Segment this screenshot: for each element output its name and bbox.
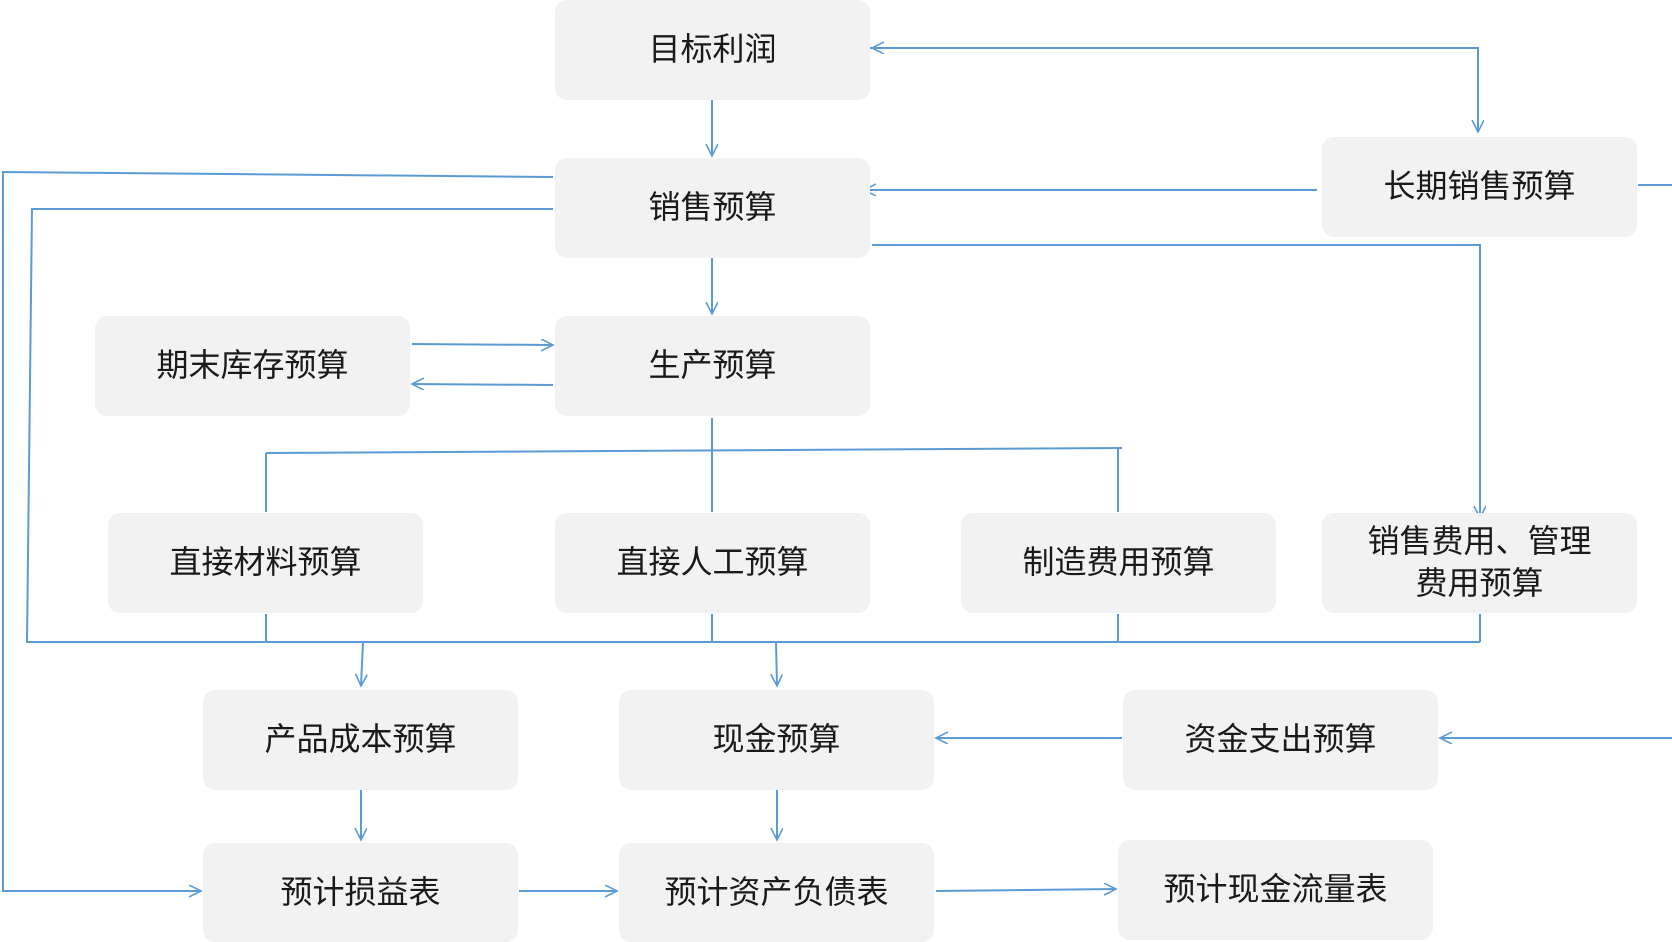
node-ending-inventory-budget: 期末库存预算: [95, 316, 410, 416]
node-production-budget: 生产预算: [555, 316, 870, 416]
arrow-bus-to-product-cost: [361, 641, 363, 686]
node-sales-budget: 销售预算: [555, 158, 870, 258]
node-direct-labor-budget: 直接人工预算: [555, 513, 870, 613]
line-longterm-target-link: [870, 47, 1478, 132]
node-manufacturing-overhead-budget: 制造费用预算: [961, 513, 1276, 613]
line-production-bus: [265, 447, 1123, 454]
arrow-balance-to-cashflow: [935, 889, 1116, 891]
node-projected-income-statement: 预计损益表: [203, 843, 518, 942]
node-capital-expenditure-budget: 资金支出预算: [1123, 690, 1438, 790]
line-sales-left-bus: [25, 208, 1480, 643]
arrow-production-to-inventory: [412, 384, 554, 385]
arrow-sales-to-income-statement: [2, 170, 554, 891]
node-projected-balance-sheet: 预计资产负债表: [619, 843, 934, 942]
node-target-profit: 目标利润: [555, 0, 870, 100]
arrow-inventory-to-production: [411, 344, 553, 345]
node-projected-cash-flow-statement: 预计现金流量表: [1118, 840, 1433, 940]
node-long-term-sales-budget: 长期销售预算: [1322, 137, 1637, 237]
arrow-bus-to-cash: [776, 641, 777, 686]
node-product-cost-budget: 产品成本预算: [203, 690, 518, 790]
node-direct-material-budget: 直接材料预算: [108, 513, 423, 613]
node-cash-budget: 现金预算: [619, 690, 934, 790]
node-selling-admin-expense-budget: 销售费用、管理费用预算: [1322, 513, 1637, 613]
arrow-sales-to-expense: [872, 244, 1480, 518]
arrow-longterm-to-capex: [1440, 184, 1672, 738]
